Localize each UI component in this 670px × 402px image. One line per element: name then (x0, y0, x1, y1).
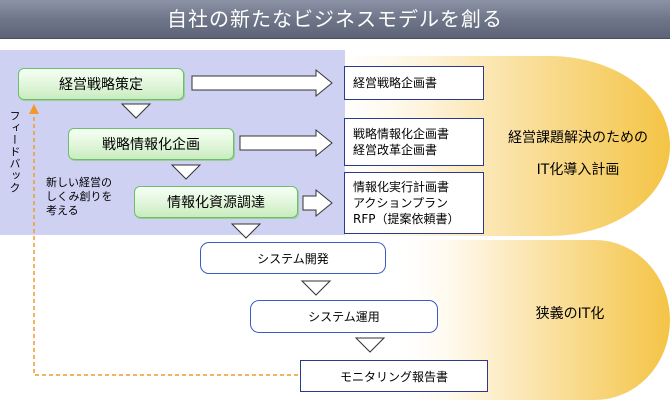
note-line: 新しい経営の (46, 176, 112, 189)
triangle-down-4 (300, 280, 332, 296)
note-line: 考える (46, 204, 79, 217)
lower-step-label: システム運用 (308, 310, 380, 324)
deliverable-line: アクションプラン (353, 196, 449, 210)
triangle-down-5 (354, 337, 386, 353)
page-title: 自社の新たなビジネスモデルを創る (167, 7, 503, 31)
deliverable-line: 戦略情報化企画書 (353, 127, 450, 141)
monitoring-report-box[interactable]: モニタリング報告書 (300, 360, 488, 392)
step-label: 戦略情報化企画 (102, 137, 200, 153)
system-development-box[interactable]: システム開発 (200, 242, 386, 274)
feedback-label: フィードバック (8, 110, 21, 194)
lower-region-label: 狭義のIT化 (535, 306, 605, 322)
upper-region-label: 経営課題解決のための IT化導入計画 (488, 128, 668, 180)
step-label: 情報化資源調達 (167, 195, 265, 211)
arrow-to-deliverable-3 (302, 188, 333, 218)
deliverable-box-3: 情報化実行計画書 アクションプラン RFP（提案依頼書） (344, 172, 484, 234)
step-it-resource-procurement[interactable]: 情報化資源調達 (134, 186, 298, 218)
note-text: 新しい経営の しくみ創りを 考える (46, 176, 126, 218)
triangle-down-2 (170, 164, 202, 180)
step-label: 経営戦略策定 (59, 77, 143, 93)
deliverable-box-2: 戦略情報化企画書 経営改革企画書 (344, 118, 484, 166)
upper-region-label-line: IT化導入計画 (536, 162, 620, 178)
deliverable-line: RFP（提案依頼書） (353, 212, 460, 226)
feedback-arrowhead (29, 104, 39, 114)
monitoring-label: モニタリング報告書 (339, 369, 448, 384)
arrow-to-deliverable-1 (191, 68, 333, 98)
note-line: しくみ創りを (46, 190, 113, 203)
step-management-strategy[interactable]: 経営戦略策定 (18, 68, 184, 100)
triangle-down-1 (120, 103, 152, 119)
triangle-down-3 (230, 223, 262, 239)
deliverable-line: 経営改革企画書 (353, 143, 438, 157)
arrow-to-deliverable-2 (239, 128, 333, 158)
deliverable-box-1: 経営戦略企画書 (344, 66, 484, 100)
deliverable-line: 経営戦略企画書 (353, 76, 438, 90)
feedback-line (33, 112, 298, 376)
deliverable-line: 情報化実行計画書 (353, 180, 450, 194)
step-strategic-it-planning[interactable]: 戦略情報化企画 (68, 128, 234, 160)
system-operation-box[interactable]: システム運用 (250, 300, 438, 333)
lower-step-label: システム開発 (257, 251, 329, 266)
title-bar (0, 0, 670, 39)
upper-region-label-line: 経営課題解決のための (508, 130, 648, 146)
